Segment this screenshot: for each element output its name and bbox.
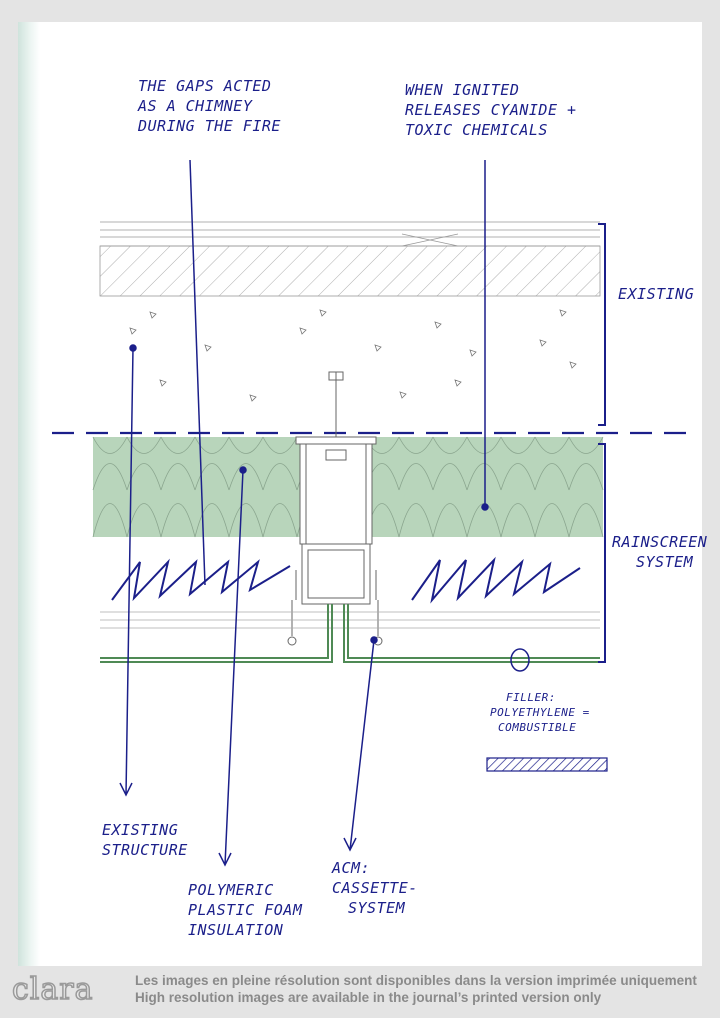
zone-braces bbox=[598, 223, 606, 663]
insulation-scallop bbox=[534, 436, 570, 538]
label-line: plastic foam bbox=[188, 901, 303, 919]
aggregate-mark bbox=[454, 379, 462, 387]
label-rainscreen: Rainscreen system bbox=[612, 532, 707, 572]
label-line: structure bbox=[102, 841, 188, 859]
sheet-edge bbox=[18, 22, 40, 966]
aggregate-mark bbox=[159, 379, 167, 387]
aggregate-mark bbox=[319, 309, 327, 317]
existing-wall-layers bbox=[99, 221, 601, 297]
clara-logo: clara bbox=[11, 971, 94, 1008]
insulation-scallop bbox=[568, 436, 604, 538]
insulation-scallop bbox=[398, 436, 434, 538]
support-bracket bbox=[287, 371, 383, 646]
label-line: combustible bbox=[498, 721, 577, 734]
label-line: Existing bbox=[102, 821, 179, 839]
insulation-scallop bbox=[262, 436, 298, 538]
label-line: releases cyanide + bbox=[405, 101, 577, 119]
label-line: Cassette- bbox=[332, 879, 418, 897]
label-line: system bbox=[636, 553, 694, 571]
label-filler: Filler: Polyethylene = combustible bbox=[490, 690, 590, 735]
label-chimney: The gaps acted as a chimney during the f… bbox=[138, 76, 281, 136]
aggregate-mark bbox=[469, 349, 477, 357]
aggregate-mark bbox=[299, 327, 307, 335]
insulation-scallop bbox=[228, 436, 264, 538]
aggregate-mark bbox=[249, 394, 257, 402]
acm-panels bbox=[100, 604, 600, 663]
gap-scribbles bbox=[111, 556, 581, 604]
label-existing: Existing bbox=[618, 285, 695, 303]
insulation-scallop bbox=[432, 436, 468, 538]
insulation-scallop bbox=[500, 436, 536, 538]
insulation-scallop bbox=[92, 436, 128, 538]
label-line: Filler: bbox=[506, 691, 556, 704]
label-existing-structure: Existing structure bbox=[102, 820, 188, 860]
label-line: insulation bbox=[188, 921, 284, 939]
aggregate-mark bbox=[559, 309, 567, 317]
aggregate-mark bbox=[149, 311, 157, 319]
aggregate-mark bbox=[569, 361, 577, 369]
concrete-aggregate bbox=[129, 309, 577, 402]
footer-note-en: High resolution images are available in … bbox=[135, 990, 602, 1005]
label-cyanide: When ignited releases cyanide + toxic ch… bbox=[405, 80, 577, 140]
label-line: during the fire bbox=[138, 117, 281, 135]
leader-arrows bbox=[119, 159, 530, 867]
insulation-scallop bbox=[194, 436, 230, 538]
label-line: system bbox=[348, 899, 406, 917]
cavity-lines bbox=[100, 611, 600, 629]
aggregate-mark bbox=[399, 391, 407, 399]
label-line: ACM: bbox=[332, 859, 371, 877]
aggregate-mark bbox=[539, 339, 547, 347]
aggregate-mark bbox=[204, 344, 212, 352]
label-line: toxic chemicals bbox=[405, 121, 548, 139]
aggregate-mark bbox=[129, 327, 137, 335]
aggregate-mark bbox=[434, 321, 442, 329]
label-acm: ACM: Cassette- system bbox=[332, 858, 418, 918]
label-line: Polymeric bbox=[188, 881, 274, 899]
aggregate-mark bbox=[374, 344, 382, 352]
label-line: When ignited bbox=[405, 81, 520, 99]
footer-note-fr: Les images en pleine résolution sont dis… bbox=[135, 973, 697, 988]
label-insulation: Polymeric plastic foam insulation bbox=[188, 880, 302, 940]
label-line: as a chimney bbox=[138, 97, 253, 115]
label-line: Rainscreen bbox=[612, 533, 708, 551]
filler-swatch bbox=[486, 757, 608, 772]
label-line: The gaps acted bbox=[138, 77, 272, 95]
insulation-scallop bbox=[160, 436, 196, 538]
label-line: Polyethylene = bbox=[490, 706, 590, 719]
